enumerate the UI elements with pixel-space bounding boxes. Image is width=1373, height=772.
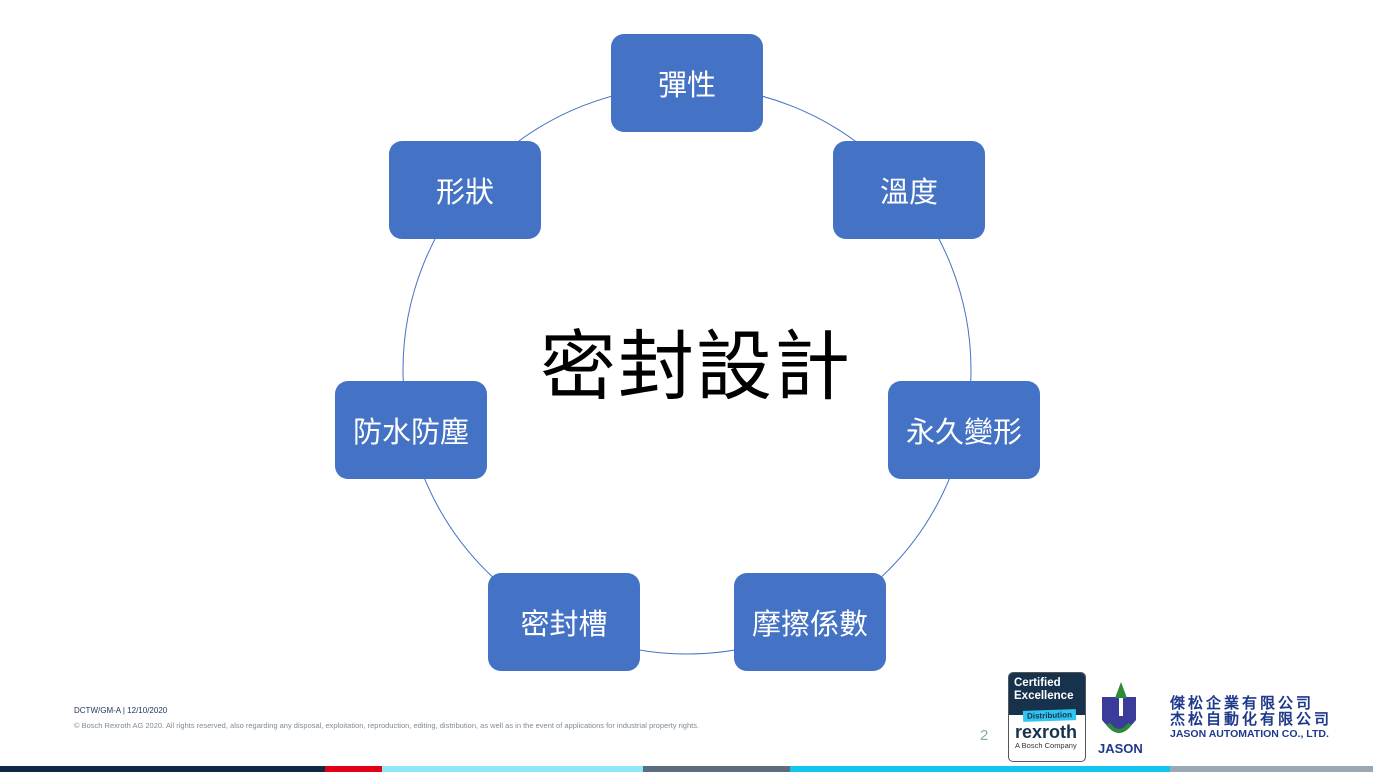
company-zh1: 傑松企業有限公司 [1170,695,1315,712]
footer-copyright: © Bosch Rexroth AG 2020. All rights rese… [74,721,700,730]
node-temperature: 溫度 [833,141,985,239]
node-waterproof-dustproof: 防水防塵 [335,381,487,479]
center-title: 密封設計 [540,322,852,411]
bottom-bar-segment [382,766,643,772]
cert-sub: A Bosch Company [1015,741,1077,750]
bottom-bar-segment [1170,766,1373,772]
jason-logo: JASON [1098,680,1150,758]
company-zh2: 杰松自動化有限公司 [1170,711,1333,728]
jason-label: JASON [1098,741,1143,756]
cert-line2: Excellence [1014,690,1074,702]
page-number: 2 [980,727,989,744]
bottom-bar-segment [790,766,1170,772]
bottom-bar-segment [0,766,325,772]
cert-brand: rexroth [1015,722,1078,742]
cert-distribution: Distribution [1022,709,1077,722]
node-seal-groove: 密封槽 [488,573,640,671]
node-permanent-deformation: 永久變形 [888,381,1040,479]
jason-mark-icon [1102,682,1136,735]
bottom-bar-segment [643,766,790,772]
company-en: JASON AUTOMATION CO., LTD. [1170,728,1329,740]
node-shape: 形狀 [389,141,541,239]
node-elasticity: 彈性 [611,34,763,132]
footer-doc-id: DCTW/GM-A | 12/10/2020 [74,706,168,715]
node-friction-coefficient: 摩擦係數 [734,573,886,671]
bottom-bar-segment [325,766,382,772]
company-name: 傑松企業有限公司 杰松自動化有限公司 JASON AUTOMATION CO.,… [1170,696,1332,741]
cert-line1: Certified [1014,677,1061,689]
